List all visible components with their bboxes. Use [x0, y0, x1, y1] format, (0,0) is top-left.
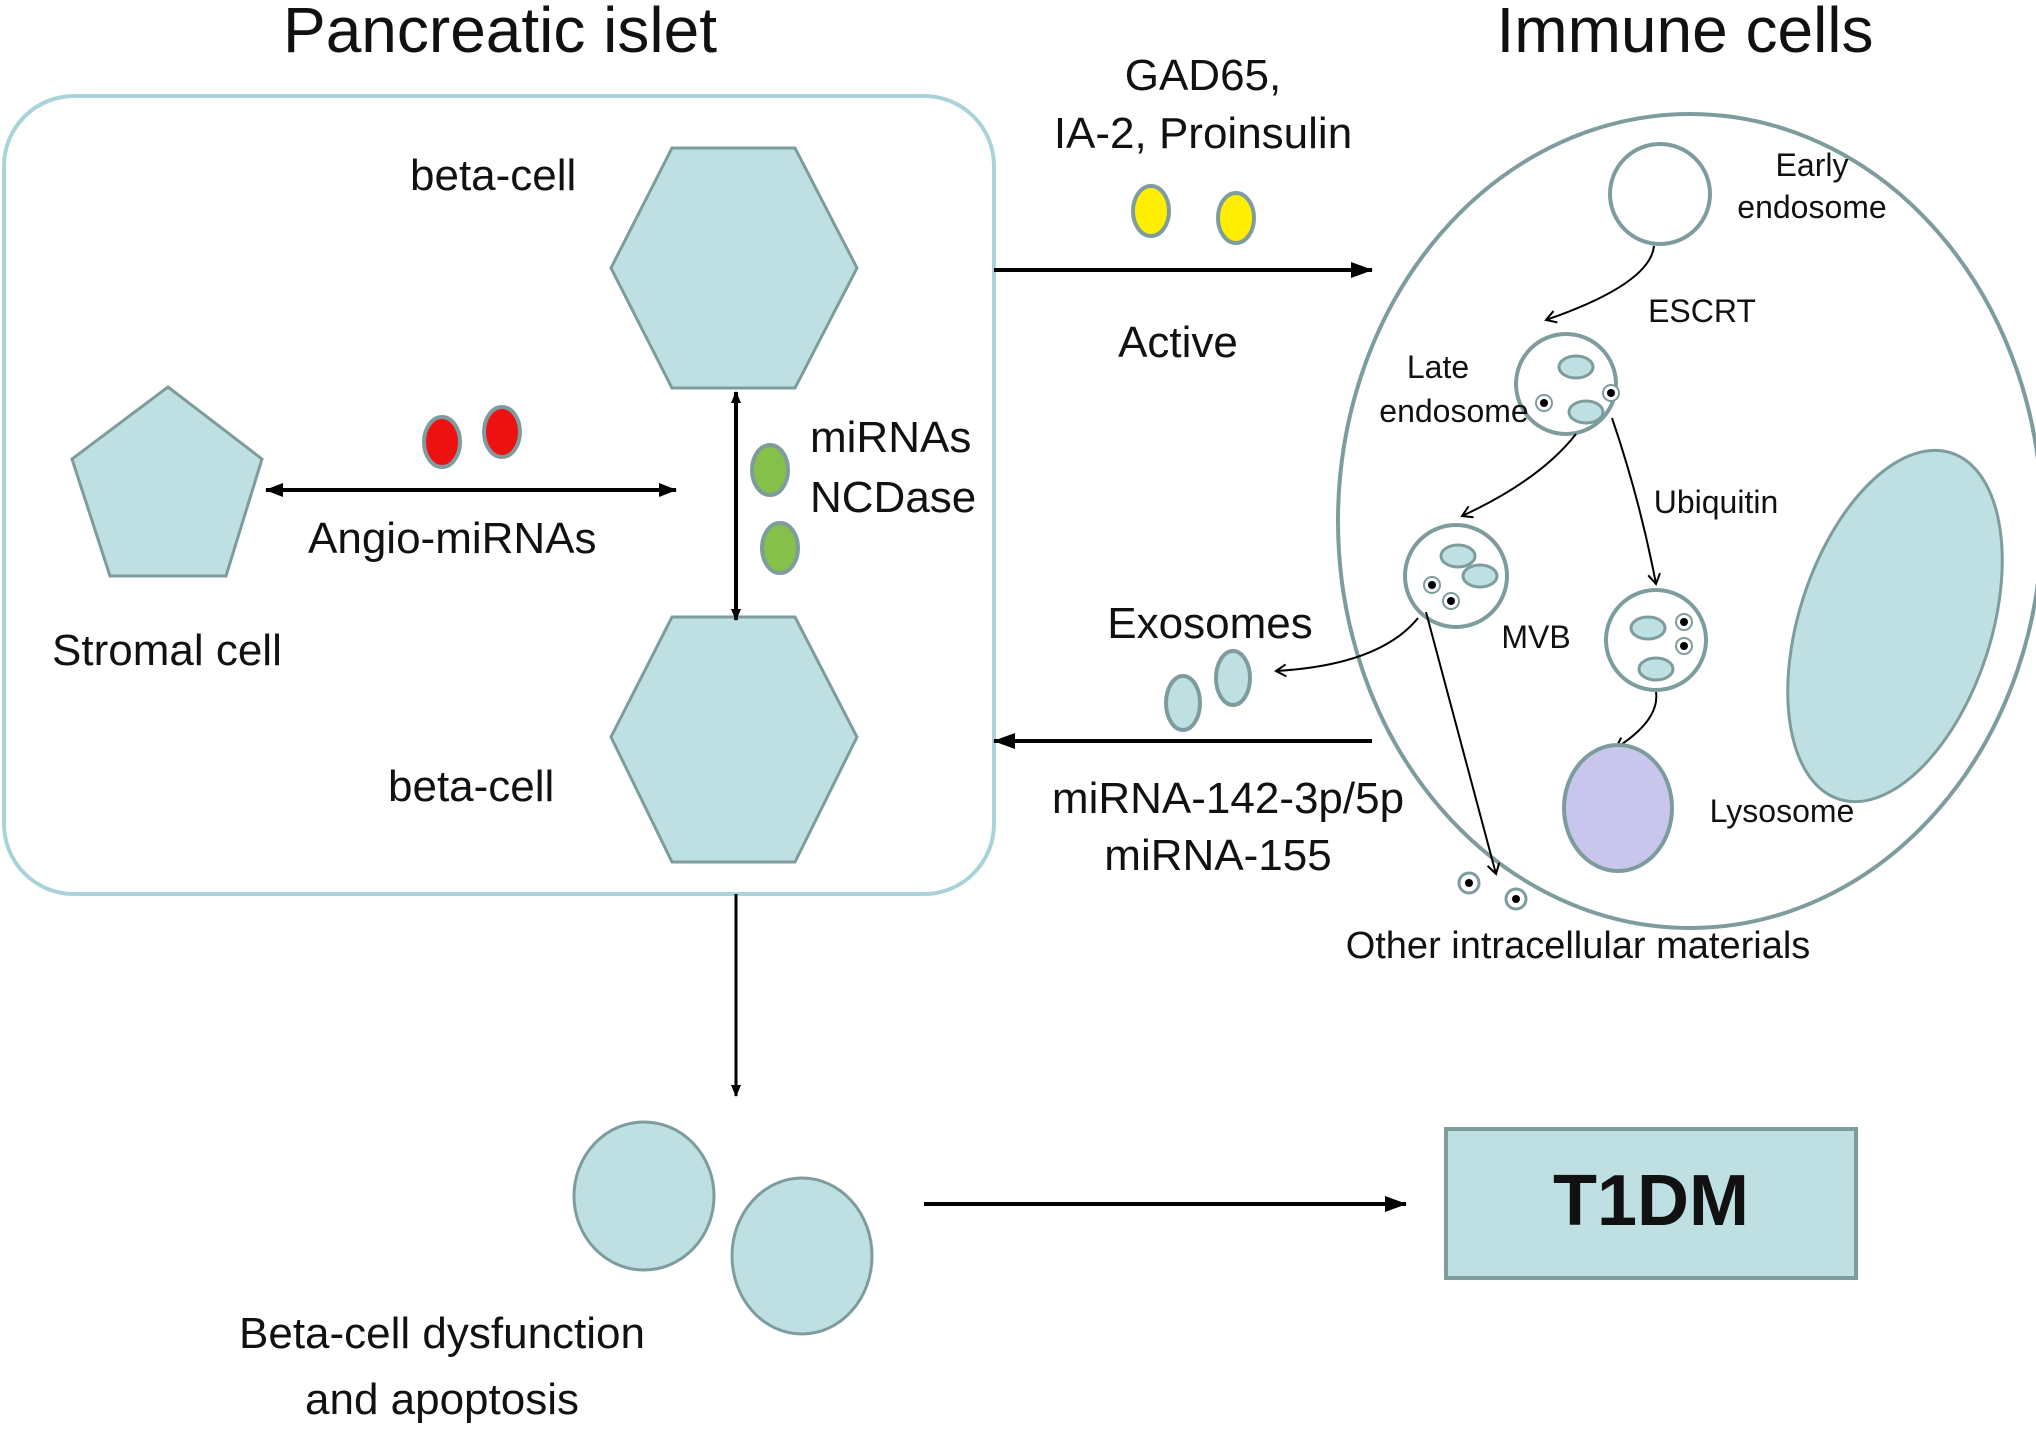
mvb-label: MVB — [1501, 619, 1570, 655]
autoantigen-particle — [1216, 191, 1256, 245]
cargo-particle-core — [1680, 642, 1688, 650]
dysfunctional-beta-cell — [730, 1176, 874, 1336]
intraluminal-vesicle — [1461, 563, 1499, 589]
exosomes-label: Exosomes — [1107, 599, 1312, 648]
ubiquitin-label: Ubiquitin — [1654, 484, 1779, 520]
released-particle-core — [1512, 895, 1520, 903]
dysfunction-label-1: Beta-cell dysfunction — [239, 1309, 645, 1358]
exosome-release-arrow — [1274, 617, 1419, 678]
intraluminal-vesicle — [1567, 399, 1605, 425]
early-endosome-label-2: endosome — [1737, 189, 1886, 225]
stromal-cell-label: Stromal cell — [52, 626, 282, 675]
angio-mirna-particle — [482, 405, 522, 459]
vesicle-body — [1403, 523, 1509, 629]
late-to-vesicle-arrow — [1460, 433, 1577, 519]
angio-mirnas-label: Angio-miRNAs — [308, 514, 597, 563]
islet-title: Pancreatic islet — [283, 0, 717, 66]
dysfunction-label-2: and apoptosis — [305, 1375, 579, 1424]
intraluminal-vesicle — [1557, 354, 1595, 380]
mirna-particle — [760, 521, 800, 575]
islet-boundary — [2, 94, 996, 896]
mirna-142-label: miRNA-142-3p/5p — [1052, 774, 1404, 823]
t1dm-label: T1DM — [1553, 1161, 1749, 1241]
immune-cell-membrane — [1336, 112, 2036, 930]
early-endosome-label-1: Early — [1776, 147, 1849, 183]
beta-cell-bottom-label: beta-cell — [388, 762, 554, 811]
mirna-particle — [750, 443, 790, 497]
mvb-to-lysosome-arrow — [1614, 691, 1658, 750]
lysosome-label: Lysosome — [1710, 793, 1855, 829]
autoantigens-label-2: IA-2, Proinsulin — [1054, 109, 1352, 158]
cargo-particle-core — [1680, 618, 1688, 626]
cargo-particle-core — [1447, 597, 1455, 605]
intraluminal-vesicle — [1629, 615, 1667, 641]
intraluminal-vesicle — [1637, 656, 1675, 682]
beta-cell-bottom-shape — [609, 615, 859, 864]
stromal-cell-shape — [70, 385, 264, 578]
autoantigen-particle — [1131, 184, 1171, 238]
immune-title: Immune cells — [1497, 0, 1874, 66]
ubiquitin-arrow — [1611, 417, 1661, 586]
angio-mirna-particle — [422, 415, 462, 469]
cargo-particle-core — [1428, 581, 1436, 589]
other-materials-arrow — [1425, 611, 1501, 876]
beta-cell-top-label: beta-cell — [410, 151, 576, 200]
mirnas-label: miRNAs — [810, 413, 971, 462]
lysosome — [1562, 743, 1674, 873]
cargo-particle-core — [1607, 389, 1615, 397]
late-endosome-label-2: endosome — [1379, 393, 1528, 429]
released-particle-core — [1465, 879, 1473, 887]
cargo-particle-core — [1540, 399, 1548, 407]
beta-cell-top-shape — [609, 146, 859, 390]
active-label: Active — [1118, 318, 1238, 367]
t1dm-box — [1444, 1127, 1858, 1280]
autoantigens-label-1: GAD65, — [1125, 51, 1282, 100]
ncdase-label: NCDase — [810, 473, 976, 522]
early-endosome — [1608, 142, 1712, 246]
immune-cell-nucleus — [1786, 448, 2004, 804]
escrt-arrow — [1544, 245, 1655, 324]
intraluminal-vesicle — [1439, 543, 1477, 569]
late-endosome-label-1: Late — [1407, 349, 1469, 385]
mirna-155-label: miRNA-155 — [1104, 831, 1331, 880]
exosome — [1164, 674, 1202, 732]
other-materials-label: Other intracellular materials — [1346, 925, 1811, 967]
escrt-label: ESCRT — [1648, 293, 1756, 329]
exosome — [1214, 649, 1252, 707]
dysfunctional-beta-cell — [572, 1120, 716, 1272]
